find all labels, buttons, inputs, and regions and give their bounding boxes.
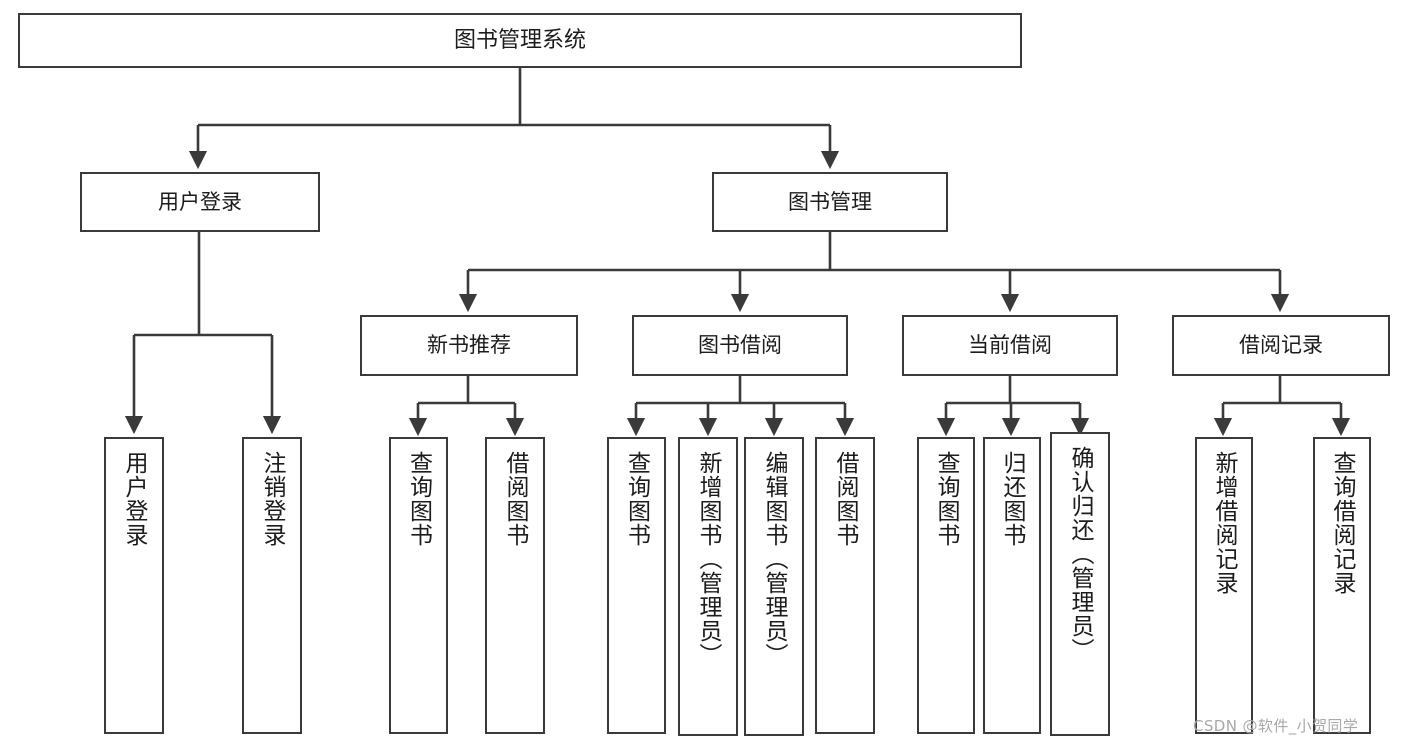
node-label: 用户登录	[121, 451, 148, 547]
node-user-login[interactable]: 用户登录	[80, 172, 320, 232]
node-label: 当前借阅	[968, 333, 1052, 358]
leaf-add-book-admin[interactable]: 新增图书（管理员）	[678, 437, 738, 736]
node-label: 新增图书（管理员）	[695, 451, 722, 667]
node-label: 查询图书	[933, 451, 960, 547]
leaf-borrow-books-recommend[interactable]: 借阅图书	[485, 437, 545, 734]
node-label: 借阅记录	[1239, 333, 1323, 358]
node-label: 用户登录	[158, 189, 242, 214]
node-label: 确认归还（管理员）	[1067, 446, 1094, 662]
node-book-borrow[interactable]: 图书借阅	[632, 315, 848, 376]
node-label: 图书管理	[788, 189, 872, 214]
node-label: 查询借阅记录	[1329, 451, 1356, 595]
node-current-borrow[interactable]: 当前借阅	[902, 315, 1118, 376]
node-new-book-recommend[interactable]: 新书推荐	[360, 315, 578, 376]
watermark: CSDN @软件_小贺同学	[1193, 717, 1359, 735]
node-label: 图书借阅	[698, 333, 782, 358]
node-label: 新增借阅记录	[1211, 451, 1238, 595]
leaf-user-login[interactable]: 用户登录	[104, 437, 164, 734]
node-label: 借阅图书	[502, 451, 529, 547]
node-label: 归还图书	[999, 451, 1026, 547]
node-label: 借阅图书	[832, 451, 859, 547]
leaf-edit-book-admin[interactable]: 编辑图书（管理员）	[744, 437, 804, 736]
leaf-add-borrow-record[interactable]: 新增借阅记录	[1195, 437, 1253, 734]
node-label: 注销登录	[259, 451, 286, 547]
node-label: 新书推荐	[427, 333, 511, 358]
leaf-confirm-return-admin[interactable]: 确认归还（管理员）	[1050, 432, 1110, 736]
node-label: 查询图书	[623, 451, 650, 547]
leaf-borrow-books[interactable]: 借阅图书	[815, 437, 875, 734]
leaf-query-books-current[interactable]: 查询图书	[917, 437, 975, 734]
leaf-query-borrow-record[interactable]: 查询借阅记录	[1313, 437, 1371, 734]
node-book-management[interactable]: 图书管理	[712, 172, 948, 232]
leaf-query-books-borrow[interactable]: 查询图书	[607, 437, 666, 734]
node-borrow-records[interactable]: 借阅记录	[1172, 315, 1390, 376]
node-label: 查询图书	[405, 451, 432, 547]
leaf-query-books-recommend[interactable]: 查询图书	[389, 437, 448, 734]
node-label: 图书管理系统	[453, 27, 586, 53]
node-root-system[interactable]: 图书管理系统	[18, 13, 1022, 68]
leaf-logout-login[interactable]: 注销登录	[242, 437, 302, 734]
node-label: 编辑图书（管理员）	[761, 451, 788, 667]
leaf-return-books[interactable]: 归还图书	[983, 437, 1041, 734]
